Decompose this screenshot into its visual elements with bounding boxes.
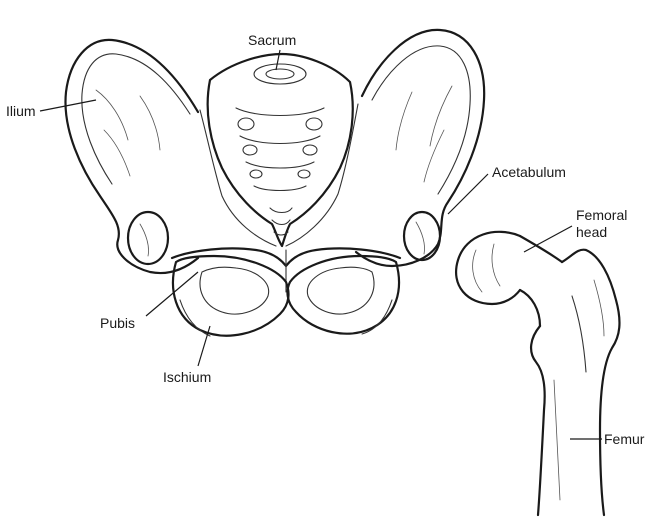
acetabulum-leader (447, 173, 489, 215)
ilium-leader (39, 99, 97, 112)
femur-drawing (455, 230, 621, 517)
right-acetabulum (402, 210, 442, 262)
left-acetabulum (126, 210, 170, 266)
sacrum-leader (275, 49, 281, 71)
femoral-head-leader (523, 225, 573, 253)
pubis-leader (145, 271, 199, 317)
right-iliac-crest-inner (371, 45, 471, 195)
label-ischium: Ischium (163, 369, 212, 385)
pelvis-drawing (64, 28, 486, 337)
left-iliac-crest-inner (81, 53, 191, 185)
femoral-neck (518, 234, 564, 328)
label-ilium: Ilium (6, 103, 36, 119)
femur-shaft-lateral (560, 248, 621, 517)
left-ilium-outline (64, 38, 200, 275)
left-obturator-ring (172, 254, 290, 337)
sacral-promontory (253, 63, 307, 85)
femoral-head (455, 230, 522, 306)
ischium-leader (197, 325, 211, 367)
femur-shaft-medial (530, 324, 546, 517)
sacrum-outline (206, 52, 354, 248)
right-obturator-ring (286, 254, 400, 335)
label-pubis: Pubis (100, 315, 136, 331)
label-acetabulum: Acetabulum (492, 164, 566, 180)
label-sacrum: Sacrum (248, 32, 297, 48)
label-femoral-head: Femoral head (576, 207, 628, 240)
right-ilium-outline (354, 28, 486, 268)
label-femur: Femur (604, 431, 645, 447)
leader-lines (39, 49, 602, 440)
